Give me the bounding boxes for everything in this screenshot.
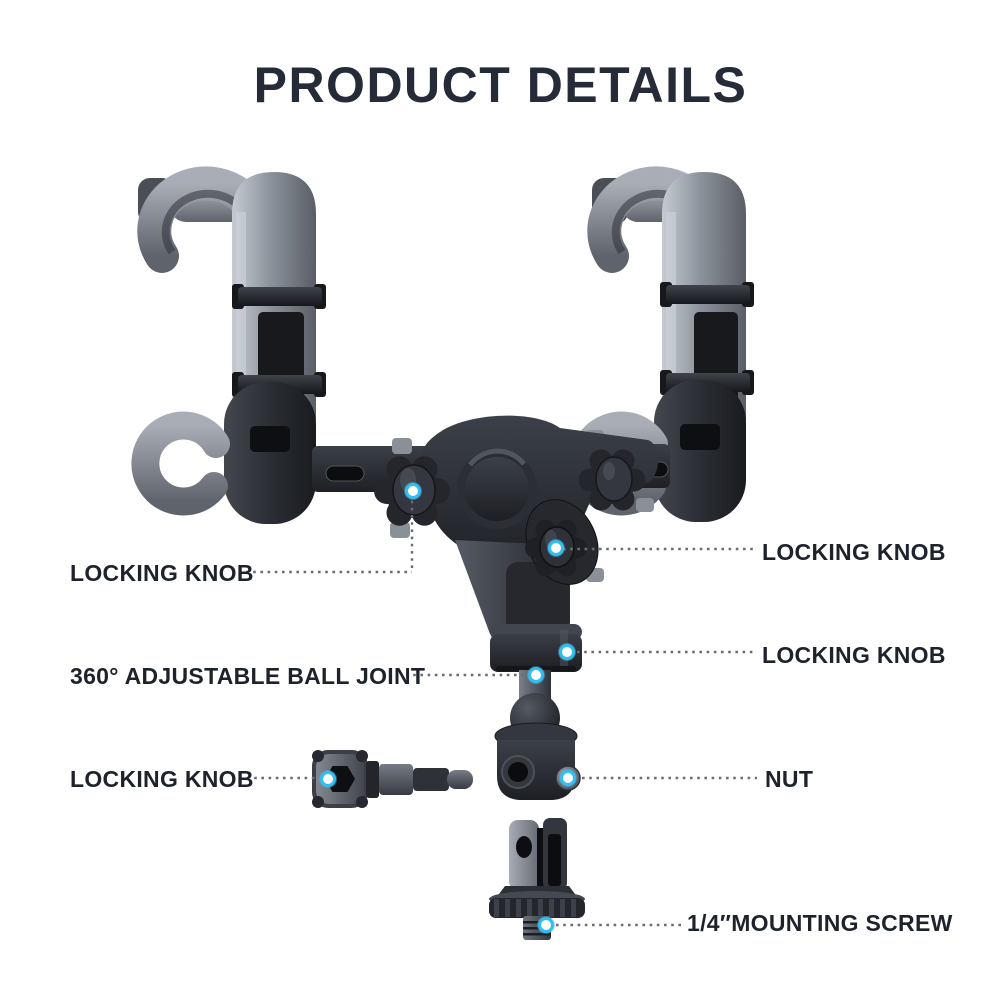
adapter-knurled-disc [489, 898, 585, 918]
mounting-screw-part [489, 818, 585, 940]
adapter-knurl-teeth [494, 899, 576, 917]
left-top-hook-icon [137, 166, 267, 273]
marker-ball-joint [527, 666, 545, 684]
right-grip-slot [680, 424, 720, 450]
pin-shaft-mid [413, 768, 449, 791]
center-boss-highlight [467, 448, 526, 467]
marker-locking-knob-right-upper [547, 539, 565, 557]
marker-locking-knob-right-lower [558, 643, 576, 661]
left-clamp-assembly [131, 166, 464, 524]
callout-locking-knob-bottom: LOCKING KNOB [70, 766, 254, 792]
pin-shaft-tip [447, 770, 473, 789]
left-clamp-band-upper [238, 287, 322, 306]
callout-locking-knob-left: LOCKING KNOB [70, 560, 254, 586]
leader-lines [246, 500, 757, 927]
marker-mounting-screw [537, 916, 555, 934]
left-arm-adjust-slot [325, 465, 365, 482]
pin-scallop-1 [312, 750, 324, 762]
left-arm-highlight [236, 212, 246, 417]
left-grip-slot [250, 426, 290, 452]
callout-ball-joint: 360° ADJUSTABLE BALL JOINT [70, 663, 426, 689]
adapter-threads [523, 921, 551, 936]
mount-hole [508, 762, 528, 782]
callout-locking-knob-right-lower: LOCKING KNOB [762, 642, 946, 668]
marker-locking-knob-bottom [319, 770, 337, 788]
right-clamp-assembly [540, 166, 754, 522]
pin-shaft-thick [379, 764, 413, 795]
adapter-prong-hole [516, 836, 532, 858]
right-clamp-band-upper [666, 285, 750, 304]
adapter-prong-slot [548, 834, 561, 886]
adapter-prong-gap [537, 828, 545, 890]
center-boss-inner [465, 457, 529, 521]
leader-locking-knob-left [246, 500, 414, 574]
right-grip-pad [654, 380, 746, 522]
left-bottom-cradle-icon [131, 411, 230, 516]
marker-locking-knob-left [404, 482, 422, 500]
pin-scallop-4 [356, 796, 368, 808]
callout-nut: NUT [765, 766, 814, 792]
callout-locking-knob-right-upper: LOCKING KNOB [762, 539, 946, 565]
ball-joint-column [490, 624, 582, 800]
callout-mounting-screw: 1/4″MOUNTING SCREW [687, 910, 953, 936]
jaw-tab-2 [390, 522, 410, 538]
pin-scallop-3 [312, 796, 324, 808]
locking-knob-right-upper-part [578, 449, 646, 511]
locking-knob-pin-part [312, 750, 473, 808]
locking-collar [490, 634, 582, 672]
pin-scallop-2 [356, 750, 368, 762]
left-grip-pad [224, 382, 316, 524]
left-top-hook-shadow [161, 189, 248, 255]
callout-markers [319, 482, 577, 934]
jaw-tab-1 [392, 438, 412, 454]
marker-nut [559, 769, 577, 787]
jaw-tab-4 [636, 498, 654, 512]
right-arm-highlight [666, 212, 676, 417]
central-joint [374, 415, 659, 634]
page-title: PRODUCT DETAILS [253, 57, 748, 113]
pin-collar [366, 761, 379, 798]
